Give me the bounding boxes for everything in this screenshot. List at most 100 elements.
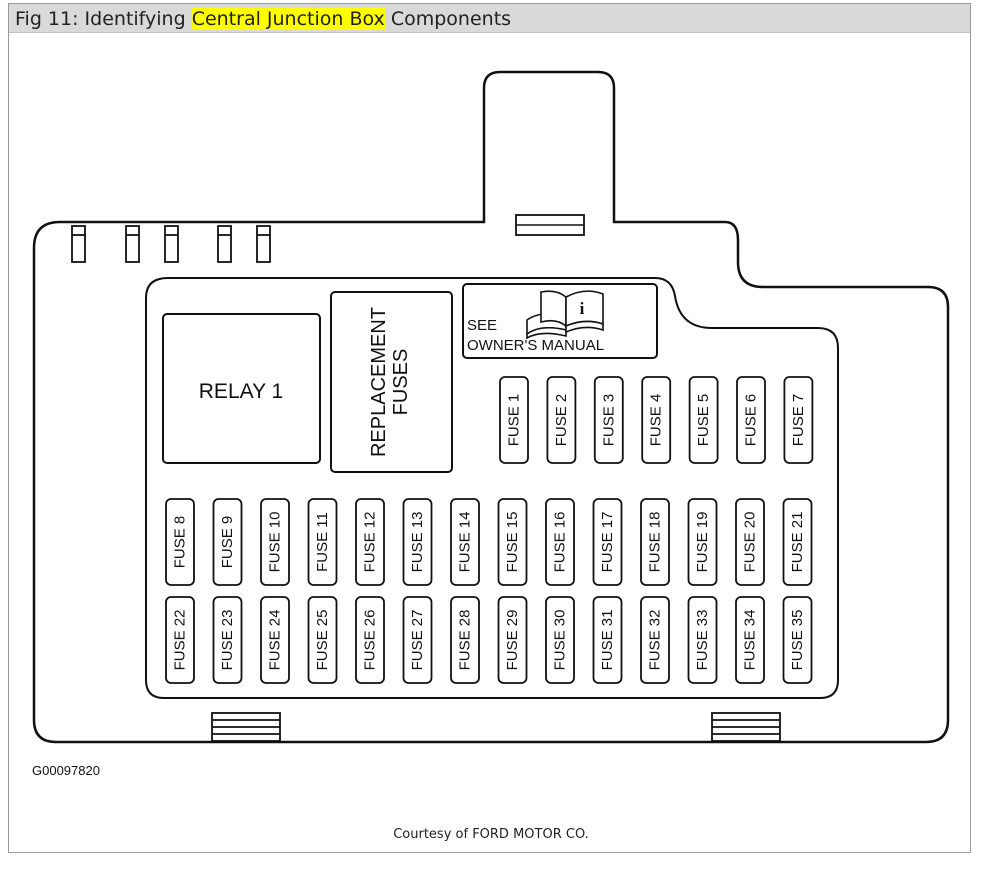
credit-line: Courtesy of FORD MOTOR CO. <box>393 827 589 842</box>
fuse-label: FUSE 27 <box>409 610 426 671</box>
fuse-slot <box>782 596 813 684</box>
fuse-21: FUSE 21 <box>782 498 813 586</box>
replacement-fuses-box <box>330 291 453 473</box>
fuse-label: FUSE 24 <box>267 610 284 671</box>
fuse-label: FUSE 13 <box>409 512 426 573</box>
fuse-34: FUSE 34 <box>735 596 765 684</box>
fuse-slot <box>782 498 813 586</box>
fuse-slot <box>355 498 385 586</box>
fuse-label: FUSE 14 <box>457 512 474 573</box>
fuse-label: FUSE 7 <box>790 394 807 447</box>
fuse-slot <box>593 376 624 464</box>
fuse-slot <box>783 376 814 464</box>
fuse-9: FUSE 9 <box>212 498 243 586</box>
fuse-label: FUSE 33 <box>694 610 711 671</box>
replacement-label-line1: REPLACEMENT <box>368 307 390 457</box>
fuse-label: FUSE 28 <box>457 610 474 671</box>
fuse-12: FUSE 12 <box>355 498 385 586</box>
fuse-label: FUSE 10 <box>267 512 284 573</box>
fuse-slot <box>641 376 672 464</box>
relay-1-box <box>162 313 321 464</box>
fuse-slot <box>687 498 718 586</box>
fuse-35: FUSE 35 <box>782 596 813 684</box>
fuse-slot <box>307 498 338 586</box>
fuse-label: FUSE 31 <box>599 610 616 671</box>
fuse-label: FUSE 20 <box>742 512 759 573</box>
top-tab-slot <box>515 214 585 236</box>
fuse-7: FUSE 7 <box>783 376 814 464</box>
fuse-20: FUSE 20 <box>735 498 765 586</box>
fuse-26: FUSE 26 <box>355 596 385 684</box>
fuse-30: FUSE 30 <box>545 596 575 684</box>
fuse-label: FUSE 32 <box>647 610 664 671</box>
fuse-27: FUSE 27 <box>402 596 433 684</box>
fuse-slot <box>592 498 623 586</box>
fuse-slot <box>402 498 433 586</box>
fuse-slot <box>355 596 385 684</box>
fuse-label: FUSE 9 <box>219 516 236 569</box>
fuse-2: FUSE 2 <box>546 376 577 464</box>
fuse-slot <box>687 596 718 684</box>
fuse-slot <box>450 596 480 684</box>
fuse-label: FUSE 5 <box>695 394 712 447</box>
relay-1-label: RELAY 1 <box>199 380 283 403</box>
fuse-18: FUSE 18 <box>640 498 670 586</box>
title-highlight: Central Junction Box <box>191 8 385 30</box>
fuse-label: FUSE 23 <box>219 610 236 671</box>
fuse-slot <box>497 498 528 586</box>
fuse-label: FUSE 12 <box>362 512 379 573</box>
fuse-label: FUSE 17 <box>599 512 616 573</box>
image-id: G00097820 <box>32 763 100 778</box>
fuse-label: FUSE 34 <box>742 610 759 671</box>
fuse-label: FUSE 26 <box>362 610 379 671</box>
fuse-24: FUSE 24 <box>260 596 290 684</box>
owners-manual-box <box>462 283 658 359</box>
fuse-slot <box>735 596 765 684</box>
fuse-label: FUSE 6 <box>743 394 760 447</box>
book-info-icon <box>526 290 604 340</box>
fuse-13: FUSE 13 <box>402 498 433 586</box>
fuse-25: FUSE 25 <box>307 596 338 684</box>
fuse-label: FUSE 8 <box>172 516 189 569</box>
fuse-28: FUSE 28 <box>450 596 480 684</box>
fuse-19: FUSE 19 <box>687 498 718 586</box>
fuse-label: FUSE 35 <box>789 610 806 671</box>
replacement-fuses-label: REPLACEMENT FUSES <box>368 307 412 457</box>
info-i-glyph: i <box>580 299 585 318</box>
fuse-slot <box>640 596 670 684</box>
fuse-31: FUSE 31 <box>592 596 623 684</box>
fuse-label: FUSE 11 <box>314 512 331 572</box>
fuse-23: FUSE 23 <box>212 596 243 684</box>
fuse-label: FUSE 3 <box>600 394 617 447</box>
fuse-15: FUSE 15 <box>497 498 528 586</box>
fuse-3: FUSE 3 <box>593 376 624 464</box>
fuse-label: FUSE 29 <box>504 610 521 671</box>
fuse-label: FUSE 19 <box>694 512 711 573</box>
fuse-label: FUSE 2 <box>553 394 570 447</box>
fuse-32: FUSE 32 <box>640 596 670 684</box>
fuse-22: FUSE 22 <box>165 596 195 684</box>
bottom-latch-left <box>211 712 281 742</box>
fuse-8: FUSE 8 <box>165 498 195 586</box>
fuse-slot <box>545 596 575 684</box>
fuse-slot <box>165 596 195 684</box>
fuse-label: FUSE 25 <box>314 610 331 671</box>
figure-frame: Fig 11: Identifying Central Junction Box… <box>8 3 971 853</box>
fuse-16: FUSE 16 <box>545 498 575 586</box>
fuse-slot <box>735 498 765 586</box>
fuse-label: FUSE 30 <box>552 610 569 671</box>
fuse-6: FUSE 6 <box>736 376 766 464</box>
fuse-slot <box>450 498 480 586</box>
fuse-slot <box>260 498 290 586</box>
figure-title-bar: Fig 11: Identifying Central Junction Box… <box>9 4 970 33</box>
fuse-slot <box>402 596 433 684</box>
fuse-33: FUSE 33 <box>687 596 718 684</box>
fuse-10: FUSE 10 <box>260 498 290 586</box>
fuse-slot <box>736 376 766 464</box>
fuse-14: FUSE 14 <box>450 498 480 586</box>
title-prefix: Fig 11: Identifying <box>15 8 192 30</box>
fuse-5: FUSE 5 <box>688 376 719 464</box>
fuse-label: FUSE 18 <box>647 512 664 573</box>
fuse-slot <box>307 596 338 684</box>
